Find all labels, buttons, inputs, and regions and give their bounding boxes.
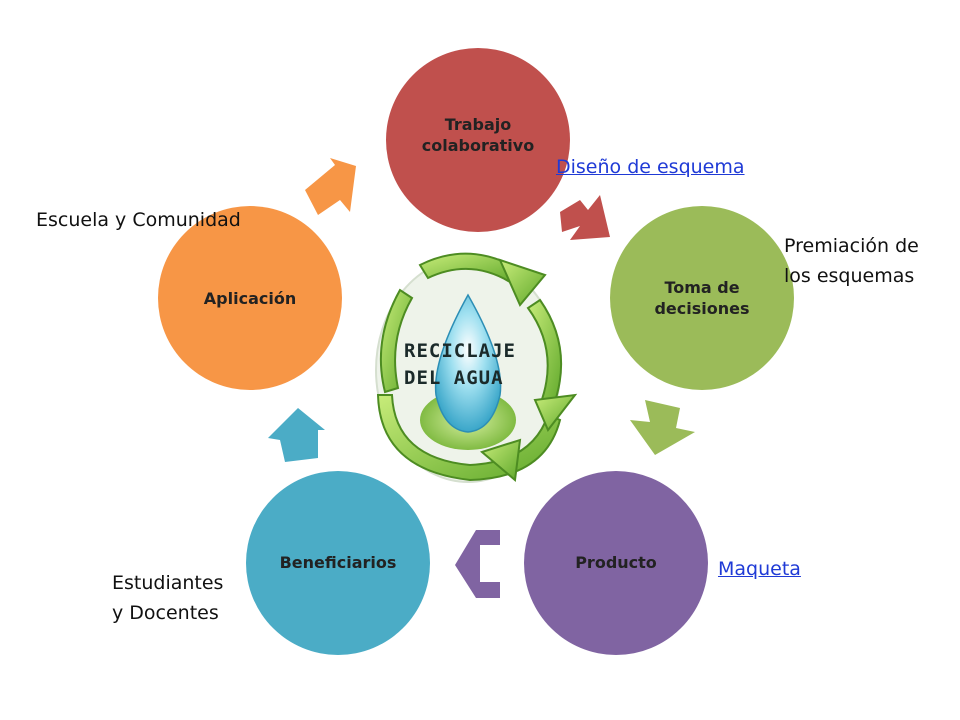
link-maqueta[interactable]: Maqueta [718,558,801,580]
link-diseno-esquema[interactable]: Diseño de esquema [556,156,745,178]
note-escuela: Escuela y Comunidad [36,209,241,231]
note-line: Premiación de [784,235,919,257]
note-line: los esquemas [784,265,915,287]
stage-label-aplicacion: Aplicación [170,288,330,309]
stage-circle-toma [610,206,794,390]
note-premiacion: Premiación de los esquemas [784,231,919,291]
stage-label-trabajo: Trabajo colaborativo [398,114,558,156]
note-line: Estudiantes [112,572,224,594]
stage-label-line: Toma de [664,278,740,297]
stage-label-line: decisiones [654,299,750,318]
stage-circle-aplicacion [158,206,342,390]
stage-label-line: Aplicación [203,289,297,308]
stage-circle-beneficiarios [246,471,430,655]
note-line: y Docentes [112,602,219,624]
arrow-beneficiarios-to-aplicacion [268,408,325,462]
arrow-trabajo-to-toma [560,195,610,240]
stage-label-toma: Toma de decisiones [622,277,782,319]
arrow-aplicacion-to-trabajo [305,158,356,215]
stage-label-producto: Producto [536,552,696,573]
stage-circle-trabajo [386,48,570,232]
stage-label-line: Beneficiarios [279,553,397,572]
stage-label-beneficiarios: Beneficiarios [258,552,418,573]
recycle-water-emblem [375,252,578,483]
note-estudiantes: Estudiantes y Docentes [112,568,223,628]
center-title: RECICLAJE DEL AGUA [404,338,564,392]
arrow-toma-to-producto [630,400,695,455]
center-title-line: RECICLAJE [404,340,516,362]
center-title-line: DEL AGUA [404,367,504,389]
stage-label-line: Trabajo [444,115,512,134]
arrow-producto-to-beneficiarios [455,530,500,598]
stage-label-line: colaborativo [421,136,535,155]
stage-label-line: Producto [575,553,657,572]
stage-circle-producto [524,471,708,655]
